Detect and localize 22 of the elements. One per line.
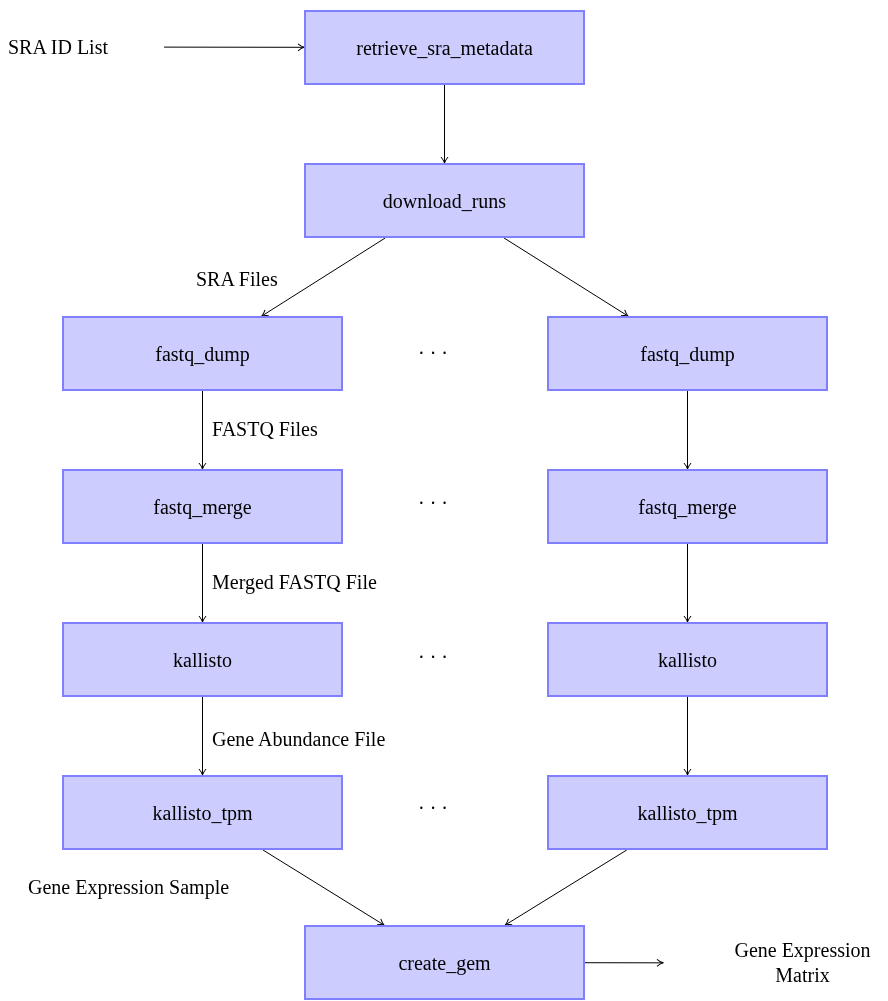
process-box: fastq_dump xyxy=(62,316,343,391)
process-box: kallisto xyxy=(547,622,828,697)
flow-text: SRA ID List xyxy=(8,30,160,64)
flow-text: Gene Expression Matrix xyxy=(663,933,886,993)
ellipsis: · · · xyxy=(418,645,448,670)
ellipsis: · · · xyxy=(418,796,448,821)
ellipsis: · · · xyxy=(418,341,448,366)
process-box: kallisto xyxy=(62,622,343,697)
process-box: fastq_merge xyxy=(62,469,343,544)
process-box: retrieve_sra_metadata xyxy=(304,10,585,85)
process-box: download_runs xyxy=(304,163,585,238)
process-box: create_gem xyxy=(304,925,585,1000)
process-box: kallisto_tpm xyxy=(547,775,828,850)
edge-label: Merged FASTQ File xyxy=(212,570,377,596)
edge-label: SRA Files xyxy=(196,267,278,292)
process-box: fastq_merge xyxy=(547,469,828,544)
edge-label: FASTQ Files xyxy=(212,417,318,442)
edge-label: Gene Expression Sample xyxy=(28,875,230,901)
process-box: kallisto_tpm xyxy=(62,775,343,850)
process-box: fastq_dump xyxy=(547,316,828,391)
ellipsis: · · · xyxy=(418,491,448,516)
edge-label: Gene Abundance File xyxy=(212,727,386,752)
